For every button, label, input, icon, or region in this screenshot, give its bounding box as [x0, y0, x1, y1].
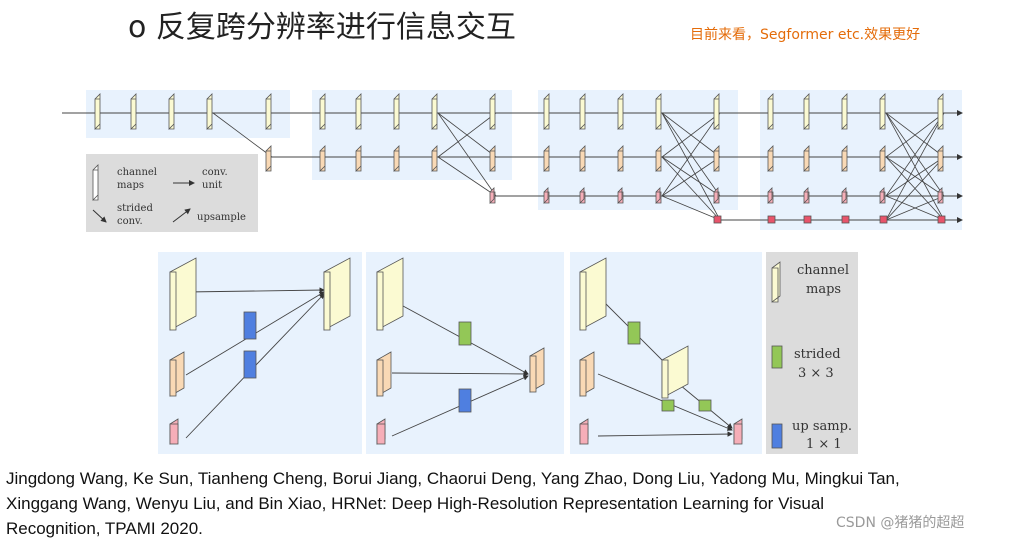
reference-line-1: Jingdong Wang, Ke Sun, Tianheng Cheng, B… — [6, 469, 900, 488]
stage1-panel — [86, 90, 290, 138]
legend-upsample: upsample — [197, 212, 246, 223]
legend-channel-line1: channel — [117, 167, 157, 178]
fusion-panels — [158, 252, 762, 454]
lowest-res-maps — [713, 215, 946, 224]
stage2-panel — [312, 90, 512, 180]
legend2-strided-line2: 3 × 3 — [798, 366, 834, 381]
fusion-3-maps — [579, 257, 743, 445]
slide-note: 目前来看，Segformer etc.效果更好 — [690, 27, 921, 43]
legend-strided-arrow-icon — [92, 209, 107, 223]
legend2-upsamp-line2: 1 × 1 — [806, 437, 842, 452]
low-res-maps — [489, 187, 944, 204]
reference-line-3: Recognition, TPAMI 2020. — [6, 519, 203, 538]
title-bullet: o — [128, 10, 147, 45]
legend-strided-line2: conv. — [117, 216, 143, 227]
title-text: 反复跨分辨率进行信息交互 — [155, 10, 516, 45]
slide-title: o 反复跨分辨率进行信息交互 — [128, 2, 516, 46]
reference-citation: Jingdong Wang, Ke Sun, Tianheng Cheng, B… — [6, 466, 1016, 541]
legend-upsample-arrow-icon — [172, 208, 191, 223]
mid-res-maps — [265, 145, 944, 172]
cross-connections — [212, 112, 945, 221]
fusion-2-maps — [376, 257, 545, 445]
watermark: CSDN @猪猪的超超 — [836, 515, 965, 531]
legend-conv-line1: conv. — [202, 167, 228, 178]
legend-upsamp-swatch — [771, 423, 783, 449]
fusion-1-maps — [169, 257, 351, 445]
legend-strided-swatch — [771, 345, 783, 369]
legend2-channel-line2: maps — [806, 282, 841, 297]
legend2-upsamp-line1: up samp. — [792, 419, 852, 434]
stage4-panel — [760, 90, 962, 230]
legend-strided-line1: strided — [117, 203, 153, 214]
legend-channel-line2: maps — [117, 180, 144, 191]
reference-line-2: Xinggang Wang, Wenyu Liu, and Bin Xiao, … — [6, 494, 825, 513]
legend-channel-map-icon — [92, 164, 99, 201]
high-res-maps — [94, 93, 944, 130]
hrnet-diagram: channel maps conv. unit strided conv. up… — [62, 90, 963, 454]
stage3-panel — [538, 90, 738, 210]
legend-conv-line2: unit — [202, 180, 222, 191]
legend2-strided-line1: strided — [794, 347, 841, 362]
legend-channel-map-icon-2 — [771, 261, 781, 303]
bottom-legend: channel maps strided 3 × 3 up samp. 1 × … — [766, 252, 858, 454]
top-legend: channel maps conv. unit strided conv. up… — [86, 154, 258, 232]
legend2-channel-line1: channel — [797, 263, 849, 278]
